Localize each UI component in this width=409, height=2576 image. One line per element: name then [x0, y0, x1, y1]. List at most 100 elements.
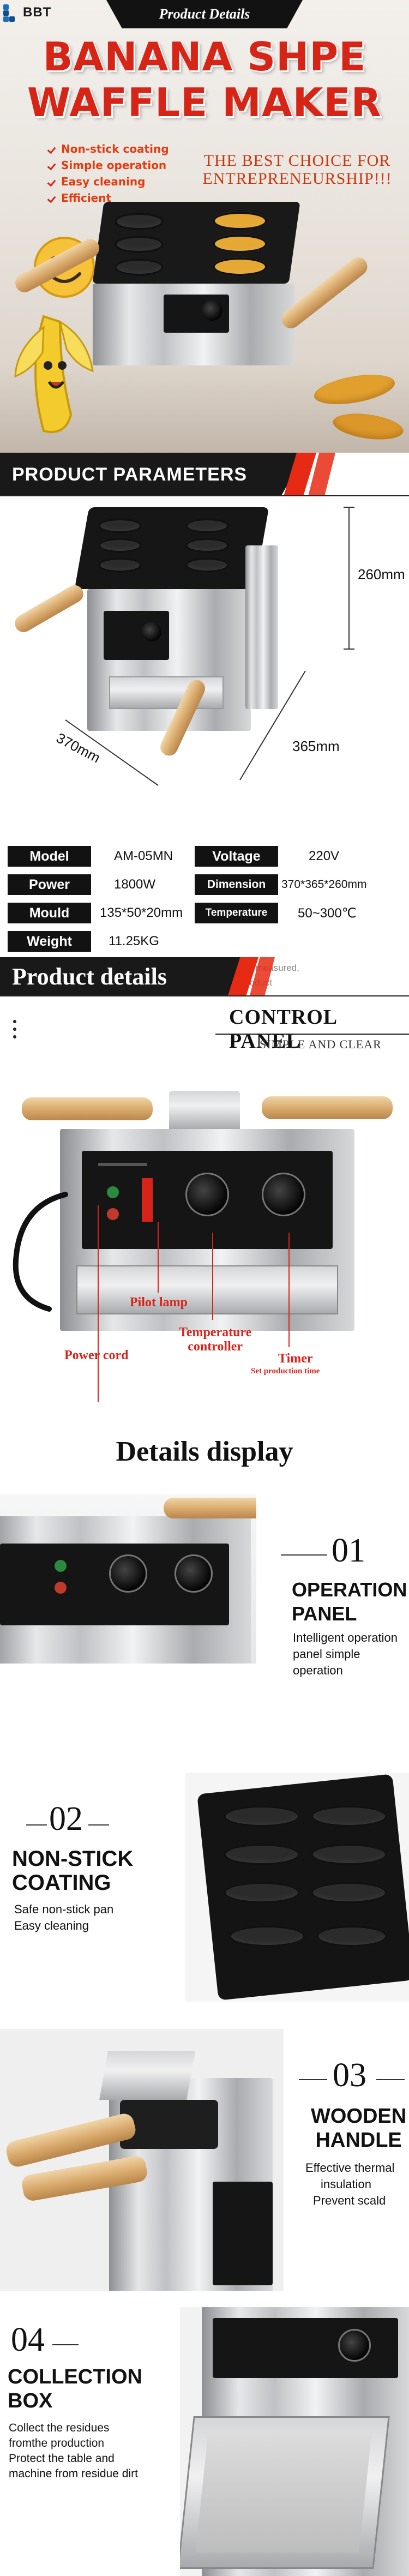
- detail-divider: [88, 1824, 109, 1826]
- detail-description: Safe non-stick pan Easy cleaning: [14, 1901, 113, 1934]
- brand-mark-icon: [3, 4, 20, 22]
- check-icon: [48, 145, 57, 153]
- detail-desc-line: Effective thermal: [305, 2161, 395, 2175]
- detail-desc-line: Prevent scald: [313, 2194, 386, 2207]
- control-panel-divider: [215, 1034, 409, 1035]
- collection-box-image: [180, 2307, 409, 2576]
- callout-temperature-controller: Temperature controller: [179, 1325, 251, 1354]
- detail-title: OPERATION PANEL: [292, 1578, 407, 1626]
- detail-desc-line: Safe non-stick pan: [14, 1902, 114, 1916]
- callout-pilot-lamp: Pilot lamp: [130, 1295, 188, 1310]
- feature-item: Efficient: [48, 190, 169, 206]
- hero-section: BBT Product Details BANANA SHPE WAFFLE M…: [0, 0, 409, 453]
- spec-label: Weight: [8, 931, 91, 952]
- detail-number: 03: [333, 2057, 366, 2094]
- detail-number: 02: [49, 1800, 83, 1838]
- spec-row: Power 1800W Dimension 370*365*260mm: [8, 873, 401, 897]
- spec-label: Temperature: [195, 903, 278, 923]
- brand-name: BBT: [23, 5, 52, 20]
- details-banner-bg: Product details: [0, 957, 248, 995]
- operation-panel-image: [0, 1494, 256, 1664]
- detail-divider: [376, 2079, 405, 2080]
- callout-temp-line-1: Temperature: [179, 1325, 252, 1340]
- detail-title-line-2: COATING: [12, 1871, 111, 1895]
- detail-divider: [281, 1554, 327, 1556]
- spec-value: 50~300℃: [298, 905, 357, 921]
- callout-timer: Timer: [278, 1352, 313, 1366]
- detail-title-line-2: PANEL: [292, 1602, 357, 1625]
- detail-number: 04: [11, 2321, 45, 2358]
- spec-value: 370*365*260mm: [281, 878, 367, 891]
- detail-desc-line: Protect the table and: [9, 2452, 115, 2465]
- waffle-machine-image: [11, 202, 371, 382]
- feature-label: Non-stick coating: [61, 142, 169, 155]
- detail-divider: [26, 1824, 47, 1826]
- detail-title-line-2: BOX: [8, 2389, 53, 2412]
- detail-title: WOODEN HANDLE: [311, 2104, 406, 2152]
- decorative-dots: [13, 1020, 16, 1043]
- feature-item: Non-stick coating: [48, 141, 169, 157]
- feature-item: Easy cleaning: [48, 173, 169, 190]
- spec-row: Weight 11.25KG: [8, 929, 401, 953]
- detail-desc-line: Collect the residues: [9, 2422, 110, 2434]
- dimension-lines: [65, 507, 354, 786]
- check-icon: [48, 161, 57, 170]
- hero-topbar: BBT Product Details: [0, 0, 409, 32]
- callout-temp-line-2: controller: [188, 1340, 243, 1354]
- feature-label: Efficient: [61, 191, 112, 205]
- spec-value: AM-05MN: [114, 849, 173, 863]
- spec-row: Mould 135*50*20mm Temperature 50~300℃: [8, 901, 401, 925]
- callout-lines: [98, 1205, 290, 1402]
- spec-label: Mould: [8, 903, 91, 923]
- params-banner-title: PRODUCT PARAMETERS: [12, 464, 248, 485]
- detail-desc-line: Easy cleaning: [14, 1919, 89, 1932]
- slogan-line-1: THE BEST CHOICE FOR: [203, 152, 391, 170]
- detail-title-line-2: HANDLE: [315, 2129, 402, 2152]
- detail-description: Collect the residues fromthe production …: [9, 2421, 138, 2482]
- detail-desc-line: operation: [293, 1664, 343, 1677]
- detail-divider: [52, 2344, 79, 2345]
- spec-label: Model: [8, 846, 91, 867]
- dimension-depth: 365mm: [292, 738, 340, 754]
- detail-desc-line: insulation: [321, 2177, 371, 2191]
- spec-value: 1800W: [114, 877, 156, 892]
- spec-label: Voltage: [195, 846, 278, 867]
- product-details-tab: Product Details: [106, 0, 303, 28]
- feature-label: Easy cleaning: [61, 175, 146, 188]
- feature-item: Simple operation: [48, 157, 169, 173]
- spec-value: 135*50*20mm: [100, 905, 183, 920]
- spec-label: Power: [8, 874, 91, 895]
- headline-line-1: BANANA SHPE: [43, 34, 366, 80]
- control-panel-machine-image: [13, 1091, 393, 1342]
- banner-underline: [0, 495, 409, 496]
- detail-title: COLLECTION BOX: [8, 2365, 142, 2413]
- banner-underline: [0, 995, 409, 996]
- callout-timer-sub: Set production time: [251, 1367, 320, 1376]
- slogan-line-2: ENTREPRENEURSHIP!!!: [202, 170, 392, 188]
- detail-divider: [299, 2079, 327, 2080]
- spec-row: Model AM-05MN Voltage 220V: [8, 844, 401, 868]
- check-icon: [48, 194, 57, 202]
- detail-desc-line: Intelligent operation: [293, 1631, 398, 1644]
- detail-description: Intelligent operation panel simple opera…: [293, 1630, 398, 1679]
- detail-title-line-1: WOODEN: [311, 2105, 407, 2128]
- spec-label: Dimension: [195, 874, 278, 895]
- detail-title-line-1: OPERATION: [292, 1578, 407, 1601]
- params-banner-bg: PRODUCT PARAMETERS: [0, 453, 305, 496]
- params-machine-image: [11, 502, 344, 785]
- non-stick-coating-image: [185, 1773, 409, 2002]
- feature-label: Simple operation: [61, 159, 167, 172]
- spec-table: Model AM-05MN Voltage 220V Power 1800W D…: [8, 844, 401, 958]
- detail-desc-line: machine from residue dirt: [9, 2467, 138, 2480]
- spec-value: 220V: [309, 849, 340, 863]
- headline-line-2: WAFFLE MAKER: [27, 80, 382, 125]
- feature-list: Non-stick coating Simple operation Easy …: [48, 141, 169, 206]
- details-banner-title: Product details: [12, 963, 167, 990]
- banana-mascot-icon: [14, 315, 94, 433]
- params-banner: PRODUCT PARAMETERS: [0, 453, 409, 496]
- control-panel-subtitle: SIMPLE AND CLEAR: [260, 1037, 382, 1051]
- callout-power-cord: Power cord: [64, 1348, 129, 1362]
- slogan: THE BEST CHOICE FOR ENTREPRENEURSHIP!!!: [194, 152, 401, 188]
- detail-desc-line: panel simple: [293, 1647, 360, 1661]
